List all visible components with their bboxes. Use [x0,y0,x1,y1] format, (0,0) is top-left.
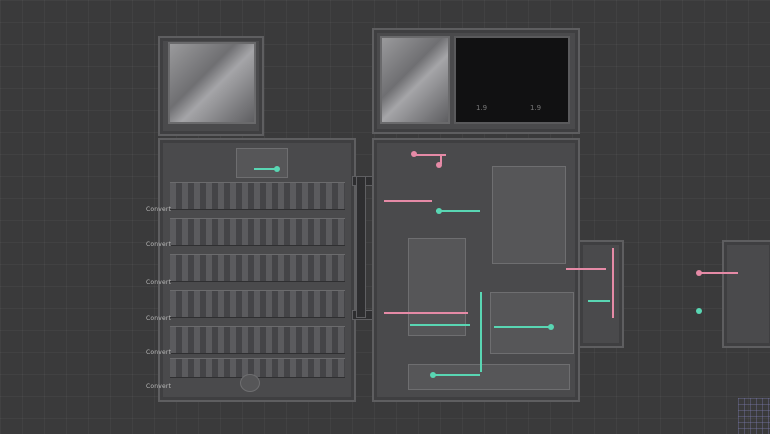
liquid-tank-left[interactable] [168,42,256,124]
liquid-tank-right[interactable] [380,36,450,124]
tank-value-2: 1.9 [530,104,542,112]
teal-node-1[interactable] [274,166,280,172]
pink-wire-3[interactable] [384,200,432,202]
teal-wire-2[interactable] [436,210,480,212]
assembly-row-2[interactable] [170,218,345,246]
teal-wire-3[interactable] [410,324,470,326]
top-chest[interactable] [236,148,288,178]
pink-wire-6[interactable] [698,272,738,274]
teal-node-4[interactable] [430,372,436,378]
control-panel-b[interactable] [722,240,770,348]
control-panel-a[interactable] [578,240,624,348]
bottom-manifold[interactable] [240,374,260,392]
pink-node-2[interactable] [436,162,442,168]
pink-wire-1[interactable] [412,154,446,156]
vertical-conveyor[interactable] [408,238,466,336]
pink-wire-7[interactable] [612,248,614,318]
row-label-1: Convert [146,206,172,213]
row-label-4: Convert [146,315,172,322]
teal-wire-7[interactable] [588,300,610,302]
teal-wire-5[interactable] [434,374,480,376]
pink-wire-5[interactable] [566,268,606,270]
dark-tank-right[interactable] [454,36,570,124]
connector-pipe-vertical [356,176,366,318]
row-label-5: Convert [146,349,172,356]
assembly-row-3[interactable] [170,254,345,282]
pink-node-3[interactable] [696,270,702,276]
row-label-3: Convert [146,279,172,286]
teal-node-2[interactable] [436,208,442,214]
teal-wire-4[interactable] [494,326,550,328]
row-label-2: Convert [146,241,172,248]
teal-wire-6[interactable] [480,292,482,372]
teal-node-3[interactable] [548,324,554,330]
grid-overlay-icon [738,398,770,434]
teal-wire-1[interactable] [254,168,278,170]
teal-node-5[interactable] [696,308,702,314]
pink-wire-2[interactable] [440,154,442,164]
pink-node-1[interactable] [411,151,417,157]
row-label-6: Convert [146,383,172,390]
assembly-row-5[interactable] [170,326,345,354]
tank-value-1: 1.9 [476,104,488,112]
boiler-unit[interactable] [492,166,566,264]
right-processor[interactable] [490,292,574,354]
assembly-row-6[interactable] [170,358,345,378]
assembly-row-1[interactable] [170,182,345,210]
pink-wire-4[interactable] [384,312,468,314]
assembly-row-4[interactable] [170,290,345,318]
